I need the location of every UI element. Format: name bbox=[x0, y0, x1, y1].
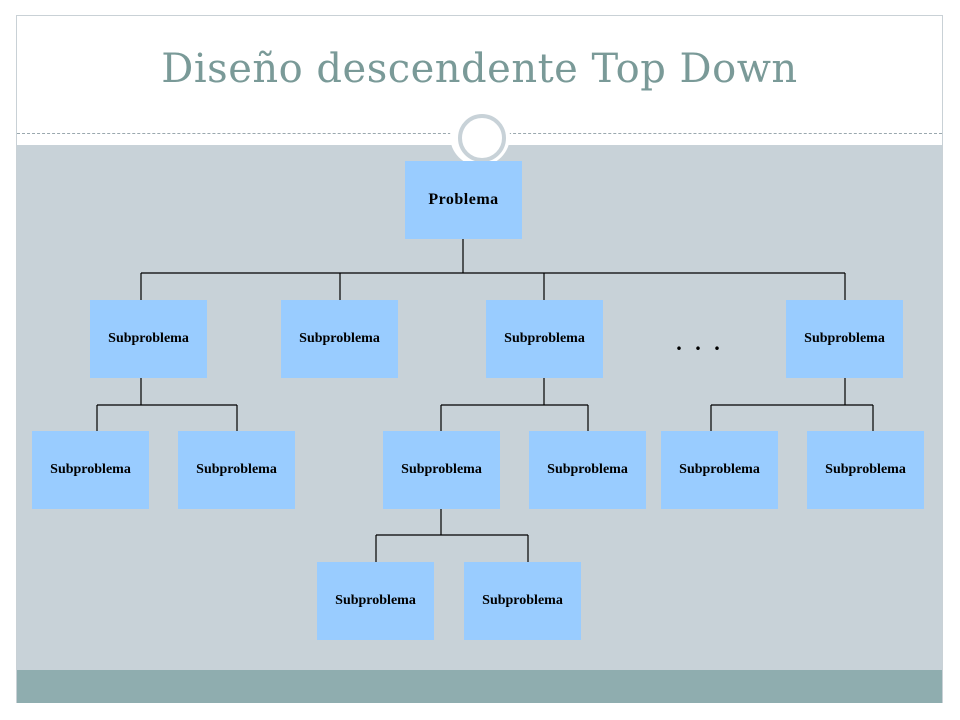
node-subproblema-l2-2: Subproblema bbox=[178, 431, 295, 509]
node-subproblema-l2-3: Subproblema bbox=[383, 431, 500, 509]
node-subproblema-l1-3: Subproblema bbox=[486, 300, 603, 378]
node-subproblema-l2-1: Subproblema bbox=[32, 431, 149, 509]
node-subproblema-l1-1: Subproblema bbox=[90, 300, 207, 378]
node-problema: Problema bbox=[405, 161, 522, 239]
footer-band bbox=[17, 670, 942, 703]
node-subproblema-l2-4: Subproblema bbox=[529, 431, 646, 509]
node-subproblema-l1-4: Subproblema bbox=[786, 300, 903, 378]
node-subproblema-l3-1: Subproblema bbox=[317, 562, 434, 640]
more-nodes-ellipsis: . . . bbox=[676, 330, 724, 355]
node-subproblema-l3-2: Subproblema bbox=[464, 562, 581, 640]
node-subproblema-l2-5: Subproblema bbox=[661, 431, 778, 509]
node-subproblema-l1-2: Subproblema bbox=[281, 300, 398, 378]
slide-title: Diseño descendente Top Down bbox=[161, 46, 798, 92]
node-subproblema-l2-6: Subproblema bbox=[807, 431, 924, 509]
decorative-ring-icon bbox=[458, 114, 506, 162]
